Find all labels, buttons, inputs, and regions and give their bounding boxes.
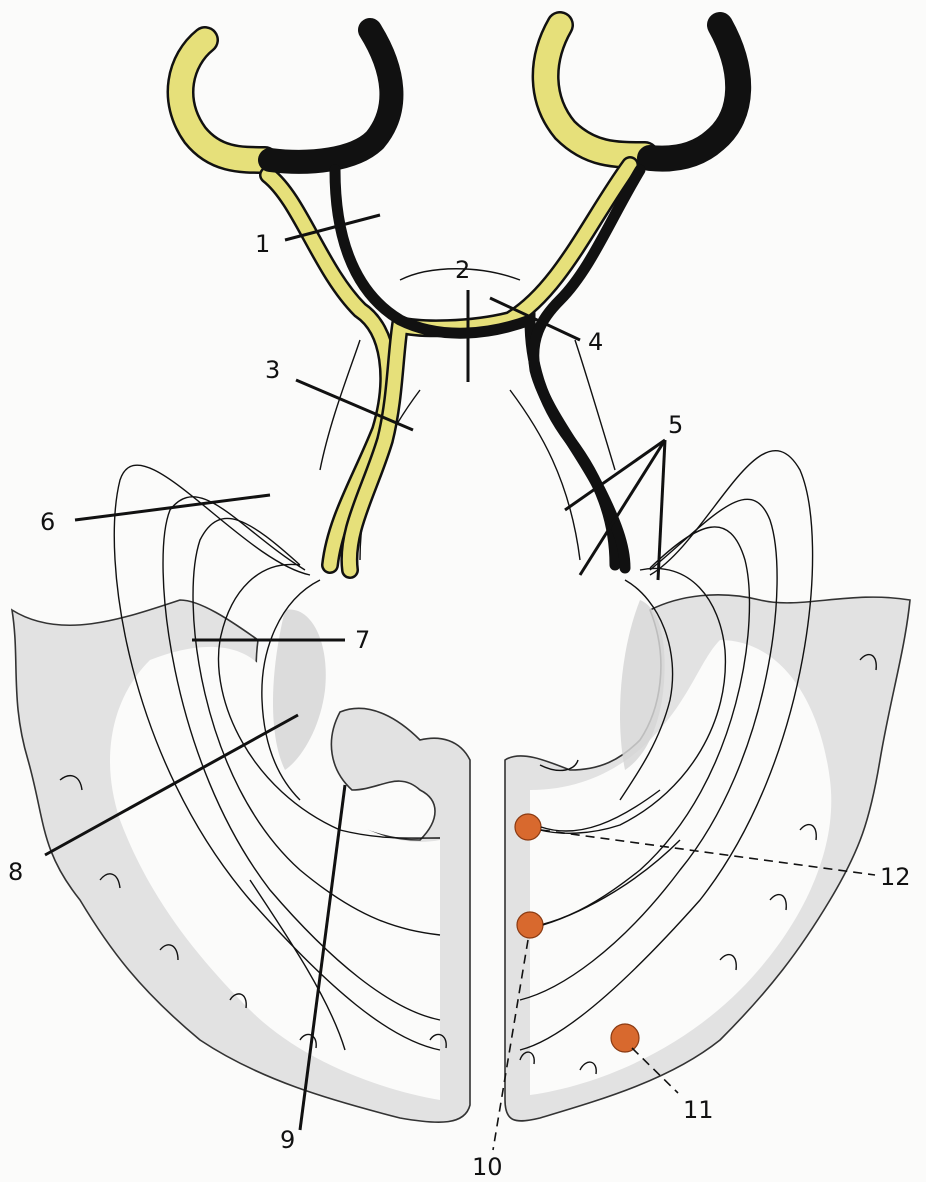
label-9: 9 bbox=[280, 1126, 295, 1154]
label-6: 6 bbox=[40, 508, 55, 536]
label-3: 3 bbox=[265, 356, 280, 384]
nucleus-lower bbox=[611, 1024, 639, 1052]
nucleus-middle bbox=[517, 912, 543, 938]
label-11: 11 bbox=[683, 1096, 714, 1124]
label-10: 10 bbox=[472, 1153, 503, 1181]
label-12: 12 bbox=[880, 863, 911, 891]
label-8: 8 bbox=[8, 858, 23, 886]
label-7: 7 bbox=[355, 626, 370, 654]
left-eye-black-retina bbox=[270, 30, 391, 162]
label-1: 1 bbox=[255, 230, 270, 258]
nucleus-upper bbox=[515, 814, 541, 840]
label-4: 4 bbox=[588, 328, 603, 356]
yellow-pathway bbox=[181, 25, 645, 570]
label-2: 2 bbox=[455, 256, 470, 284]
left-lgn-stipple bbox=[273, 610, 326, 770]
occipital-cortex bbox=[12, 595, 910, 1122]
right-eye-black-retina bbox=[650, 25, 738, 159]
label-5: 5 bbox=[668, 411, 683, 439]
